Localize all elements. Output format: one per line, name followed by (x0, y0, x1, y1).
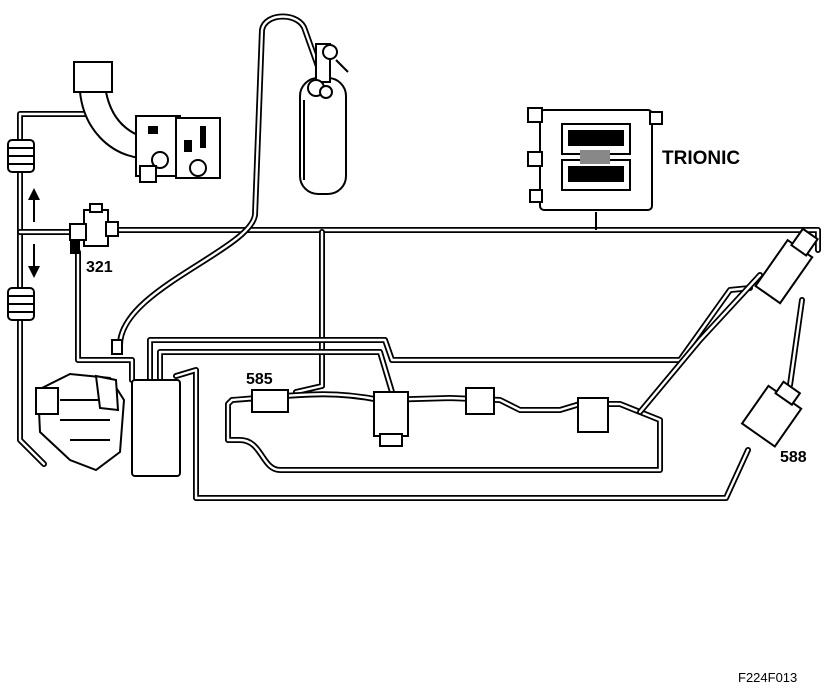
valve-321 (69, 203, 119, 254)
label-321: 321 (86, 259, 113, 276)
gas-cylinder-icon (299, 43, 349, 195)
label-585: 585 (246, 371, 273, 388)
hose-coupling-upper (7, 139, 35, 173)
fuel-rail-components (373, 387, 609, 447)
turbocharger-icon (73, 61, 221, 183)
component-585 (251, 389, 289, 413)
canister-icon (111, 339, 181, 477)
ecu-box-icon (527, 107, 663, 211)
throttle-body-icon (35, 372, 126, 472)
component-588 (740, 380, 803, 448)
double-arrow-icon (28, 188, 40, 278)
label-588: 588 (780, 449, 807, 466)
trionic-label: TRIONIC (662, 148, 740, 169)
hose-coupling-lower (7, 287, 35, 321)
figure-code: F224F013 (738, 670, 797, 685)
fuel-pump-icon (754, 227, 820, 305)
hose-network (17, 13, 821, 501)
